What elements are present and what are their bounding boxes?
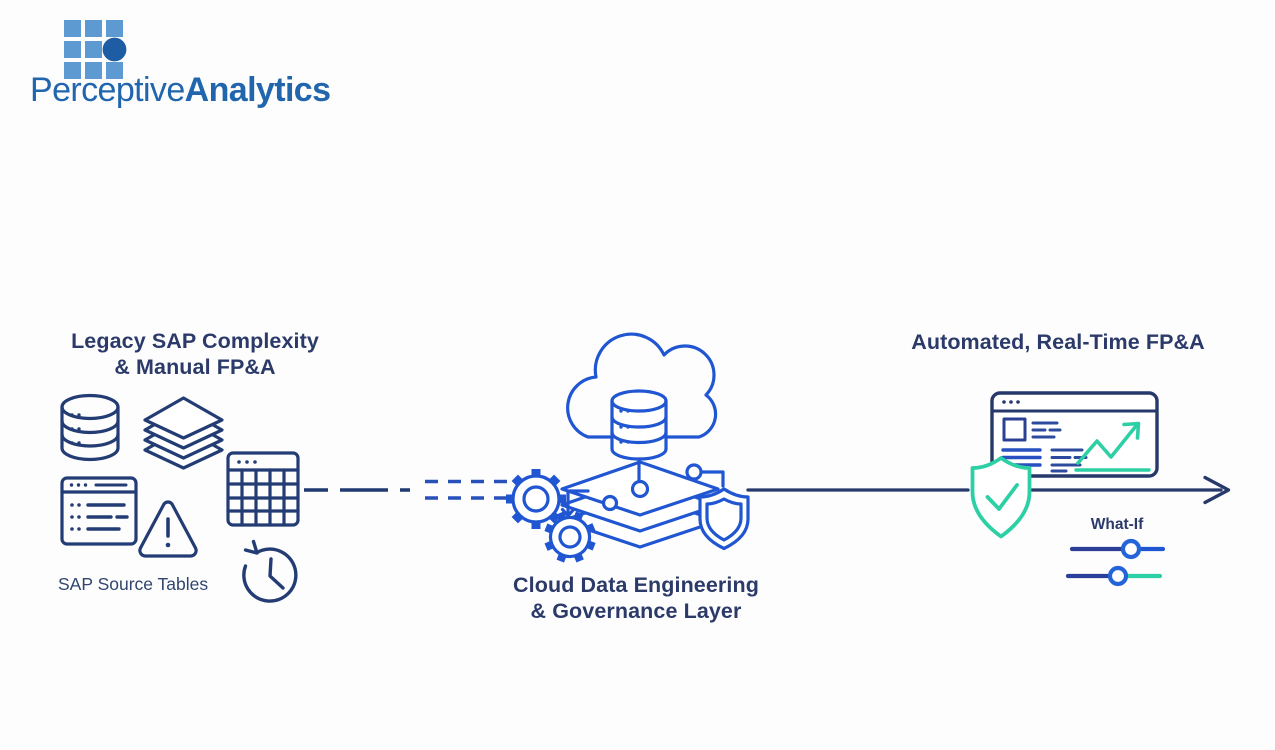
cloud-title-line1: Cloud Data Engineering — [513, 573, 759, 597]
dashboard-window-icon — [990, 391, 1159, 478]
layers-stack-icon — [143, 396, 224, 470]
perceptive-analytics-logo: PerceptiveAnalytics — [0, 0, 331, 130]
spreadsheet-grid-icon — [226, 451, 300, 527]
automated-title-line1: Automated, Real-Time FP&A — [911, 330, 1205, 354]
report-window-icon — [60, 476, 138, 546]
logo-word-analytics: Analytics — [184, 71, 331, 109]
legacy-icons-group — [60, 393, 300, 603]
cloud-database-icon — [610, 389, 668, 461]
flow-arrow — [746, 475, 1231, 505]
logo-square — [85, 20, 102, 37]
logo-square — [85, 41, 102, 58]
logo-square — [64, 41, 81, 58]
cloud-icons-group — [506, 332, 750, 563]
logo-square — [85, 62, 102, 79]
slider-top-knob — [1120, 538, 1142, 560]
slider-top — [1069, 538, 1166, 560]
logo-grid-icon — [64, 20, 127, 79]
legacy-title-line1: Legacy SAP Complexity — [71, 329, 319, 353]
legacy-stage-title: Legacy SAP Complexity & Manual FP&A — [65, 328, 325, 380]
logo-square — [106, 20, 123, 37]
logo-square — [64, 20, 81, 37]
logo-word-perceptive: Perceptive — [30, 71, 185, 109]
legacy-title-line2: & Manual FP&A — [114, 355, 276, 379]
slider-bottom-knob — [1107, 565, 1129, 587]
gears-icon — [506, 469, 596, 563]
database-icon — [60, 393, 120, 462]
what-if-sliders-icon — [1065, 538, 1166, 587]
what-if-label: What-If — [1090, 516, 1144, 533]
cloud-icon — [566, 332, 718, 439]
pipeline-nodes — [560, 457, 725, 518]
slider-bottom — [1065, 565, 1163, 587]
trend-chart-icon — [1074, 421, 1151, 472]
sap-source-tables-caption: SAP Source Tables — [58, 574, 209, 594]
cloud-stage-title: Cloud Data Engineering & Governance Laye… — [500, 572, 772, 624]
cloud-title-line2: & Governance Layer — [530, 599, 742, 623]
history-clock-icon — [242, 539, 298, 603]
logo-circle — [102, 37, 127, 62]
logo-square — [106, 62, 123, 79]
logo-wordmark: PerceptiveAnalytics — [30, 70, 331, 110]
warning-triangle-icon — [138, 500, 198, 558]
governance-shield-icon — [698, 487, 750, 551]
automated-icons-group — [970, 391, 1166, 587]
automated-stage-title: Automated, Real-Time FP&A — [898, 329, 1218, 355]
dashed-connector — [304, 479, 512, 500]
shield-check-icon — [970, 456, 1032, 539]
logo-square — [64, 62, 81, 79]
